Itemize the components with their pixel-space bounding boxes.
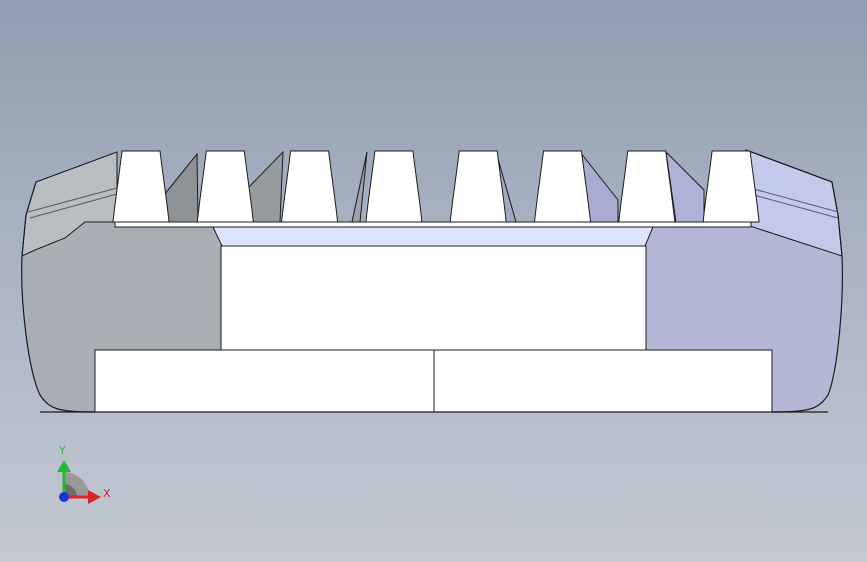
rack-left-bevel-2 — [29, 193, 118, 219]
tooth-gaps — [159, 150, 705, 223]
orientation-triad[interactable] — [57, 460, 101, 504]
rack-base-right — [433, 349, 773, 413]
rack-base-left — [94, 349, 435, 413]
triad-z-axis — [59, 492, 69, 502]
rack-right-bevel-2 — [749, 193, 839, 219]
rack-left-bevel — [27, 187, 118, 213]
rack-tooth — [449, 150, 507, 223]
rack-left-face — [21, 152, 223, 412]
rack-center-web — [220, 245, 647, 351]
rack-tooth — [112, 150, 170, 223]
triad-y-arrow — [57, 460, 71, 472]
rack-right-bevel — [749, 187, 839, 213]
rack-tooth — [281, 150, 339, 223]
rack-top-strip — [114, 221, 752, 228]
rack-tooth — [196, 150, 254, 223]
rack-right-outline — [745, 149, 843, 413]
triad-y-label: Y — [59, 444, 66, 457]
rack-tooth — [533, 150, 592, 223]
triad-x-arrow — [88, 490, 101, 504]
rack-channel — [212, 226, 654, 247]
rack-tooth — [365, 150, 423, 223]
rack-teeth — [112, 150, 760, 223]
rack-tooth — [702, 150, 760, 223]
rack-tooth — [618, 150, 676, 223]
triad-x-label: X — [103, 487, 111, 500]
rack-left-outline — [21, 181, 96, 413]
